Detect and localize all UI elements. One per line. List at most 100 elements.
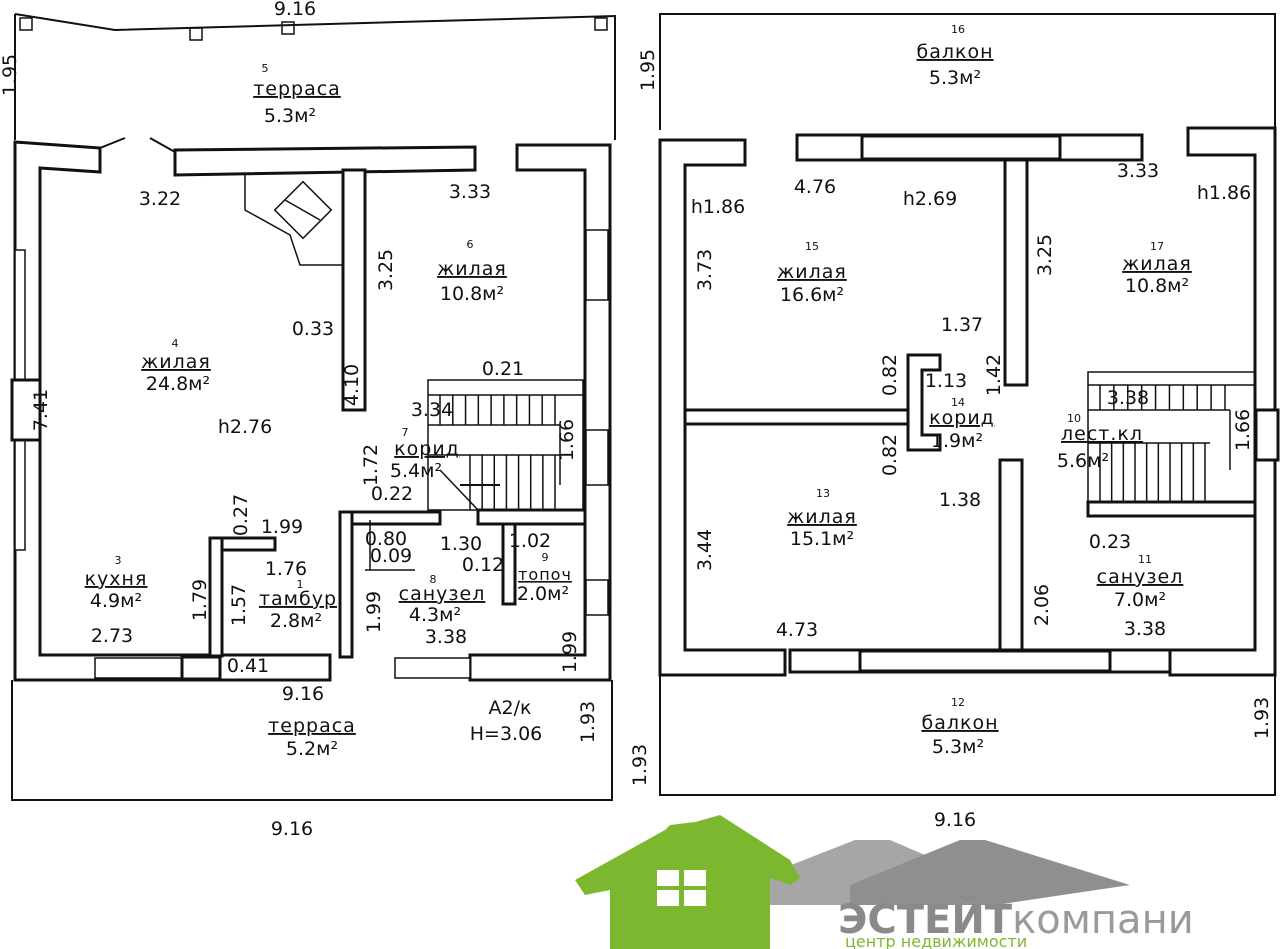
room-name: терраса [268, 715, 356, 737]
room-name: терраса [253, 78, 341, 100]
dim: 1.66 [556, 419, 578, 461]
room-area: 16.6м² [780, 284, 844, 306]
room-area: 4.3м² [409, 604, 461, 626]
room-name: лест.кл [1061, 423, 1143, 445]
room-name: санузел [399, 583, 486, 605]
room-number: 8 [430, 573, 437, 586]
dim: 0.80 [365, 528, 407, 550]
dim: 1.99 [363, 591, 385, 633]
room-area: 15.1м² [790, 528, 854, 550]
dim: 3.25 [1034, 234, 1056, 276]
dim: 0.27 [230, 494, 252, 536]
dim: 3.38 [425, 626, 467, 648]
room-name: корид [929, 407, 995, 429]
wall [341, 168, 367, 412]
room-area: 24.8м² [146, 373, 210, 395]
floor2-plan [658, 13, 1280, 796]
room-name: кухня [85, 568, 148, 590]
dim: 0.33 [292, 318, 334, 340]
room-name: санузел [1097, 566, 1184, 588]
dim: 3.38 [1124, 618, 1166, 640]
stove-icon [273, 180, 333, 240]
window [585, 429, 609, 486]
dim: 3.25 [375, 249, 397, 291]
room-name: балкон [921, 712, 998, 734]
dim: 1.02 [509, 530, 551, 552]
room-number: 6 [467, 238, 474, 251]
room-number: 17 [1150, 240, 1164, 253]
room-number: 12 [951, 696, 965, 709]
logo-wordmark: ЭСТЕЙТкомпани [838, 895, 1194, 943]
room-number: 4 [172, 337, 179, 350]
room-number: 10 [1067, 412, 1081, 425]
dim: 9.16 [934, 809, 976, 831]
window [1254, 408, 1280, 462]
dim: h1.86 [1197, 182, 1251, 204]
dim: 0.82 [879, 354, 901, 396]
staircase [1087, 371, 1256, 503]
floor1-plan [10, 13, 616, 801]
dim: 1.72 [360, 444, 382, 486]
dim: 1.30 [440, 533, 482, 555]
room-area: 5.3м² [929, 67, 981, 89]
room-area: 2.8м² [270, 610, 322, 632]
building-category: А2/к [489, 697, 532, 719]
wall [998, 458, 1024, 652]
wall [468, 143, 612, 682]
room-area: 7.0м² [1114, 589, 1166, 611]
room-area: 5.6м² [1057, 450, 1109, 472]
terrace-top-outline [14, 13, 616, 140]
company-logo: ЭСТЕЙТкомпани центр недвижимости [575, 815, 1194, 949]
dim: 1.93 [629, 744, 651, 786]
dim: 0.23 [1089, 531, 1131, 553]
wall [658, 138, 787, 677]
window [585, 229, 609, 301]
dim: 2.73 [91, 625, 133, 647]
ceiling-height: H=3.06 [470, 723, 543, 745]
dim: 3.33 [1117, 160, 1159, 182]
room-number: 1 [297, 578, 304, 591]
dim: 1.93 [577, 701, 599, 743]
room-name: жилая [141, 351, 211, 373]
dim: 1.95 [637, 49, 659, 91]
dim: 3.22 [139, 188, 181, 210]
wall [1168, 126, 1277, 677]
dim: h1.86 [691, 196, 745, 218]
room-name: жилая [787, 506, 857, 528]
room-number: 15 [805, 240, 819, 253]
dim: 1.79 [189, 579, 211, 621]
room-name: тамбур [259, 588, 337, 610]
room-number: 7 [402, 426, 409, 439]
room-number: 11 [1138, 553, 1152, 566]
dim: 1.76 [265, 558, 307, 580]
dim: 3.34 [411, 399, 453, 421]
logo-name-light: компани [1012, 897, 1194, 943]
room-area: 10.8м² [440, 283, 504, 305]
logo-name-bold: ЭСТЕЙТ [838, 895, 1013, 943]
dim: 1.66 [1232, 409, 1254, 451]
dim: 0.09 [370, 545, 412, 567]
room-number: 9 [542, 551, 549, 564]
staircase [427, 379, 584, 511]
terrace-bottom-outline [11, 680, 613, 801]
room-number: 14 [951, 396, 965, 409]
room-area: 2.0м² [517, 583, 569, 605]
dim: 0.41 [227, 655, 269, 677]
dim: 1.93 [1251, 697, 1273, 739]
dim: 0.82 [879, 434, 901, 476]
room-name: жилая [437, 258, 507, 280]
dim: 1.57 [228, 584, 250, 626]
dim: 0.21 [482, 358, 524, 380]
dim: 9.16 [274, 0, 316, 20]
window [394, 657, 471, 679]
logo-house-grey [850, 840, 1130, 905]
balcony-bottom-outline [659, 675, 1276, 796]
dim: 9.16 [271, 818, 313, 840]
room-number: 5 [262, 62, 269, 75]
logo-tagline: центр недвижимости [845, 932, 1027, 949]
dim: 2.06 [1031, 584, 1053, 626]
dim: 1.37 [941, 314, 983, 336]
dim: 1.13 [925, 370, 967, 392]
dim: 4.10 [341, 364, 363, 406]
